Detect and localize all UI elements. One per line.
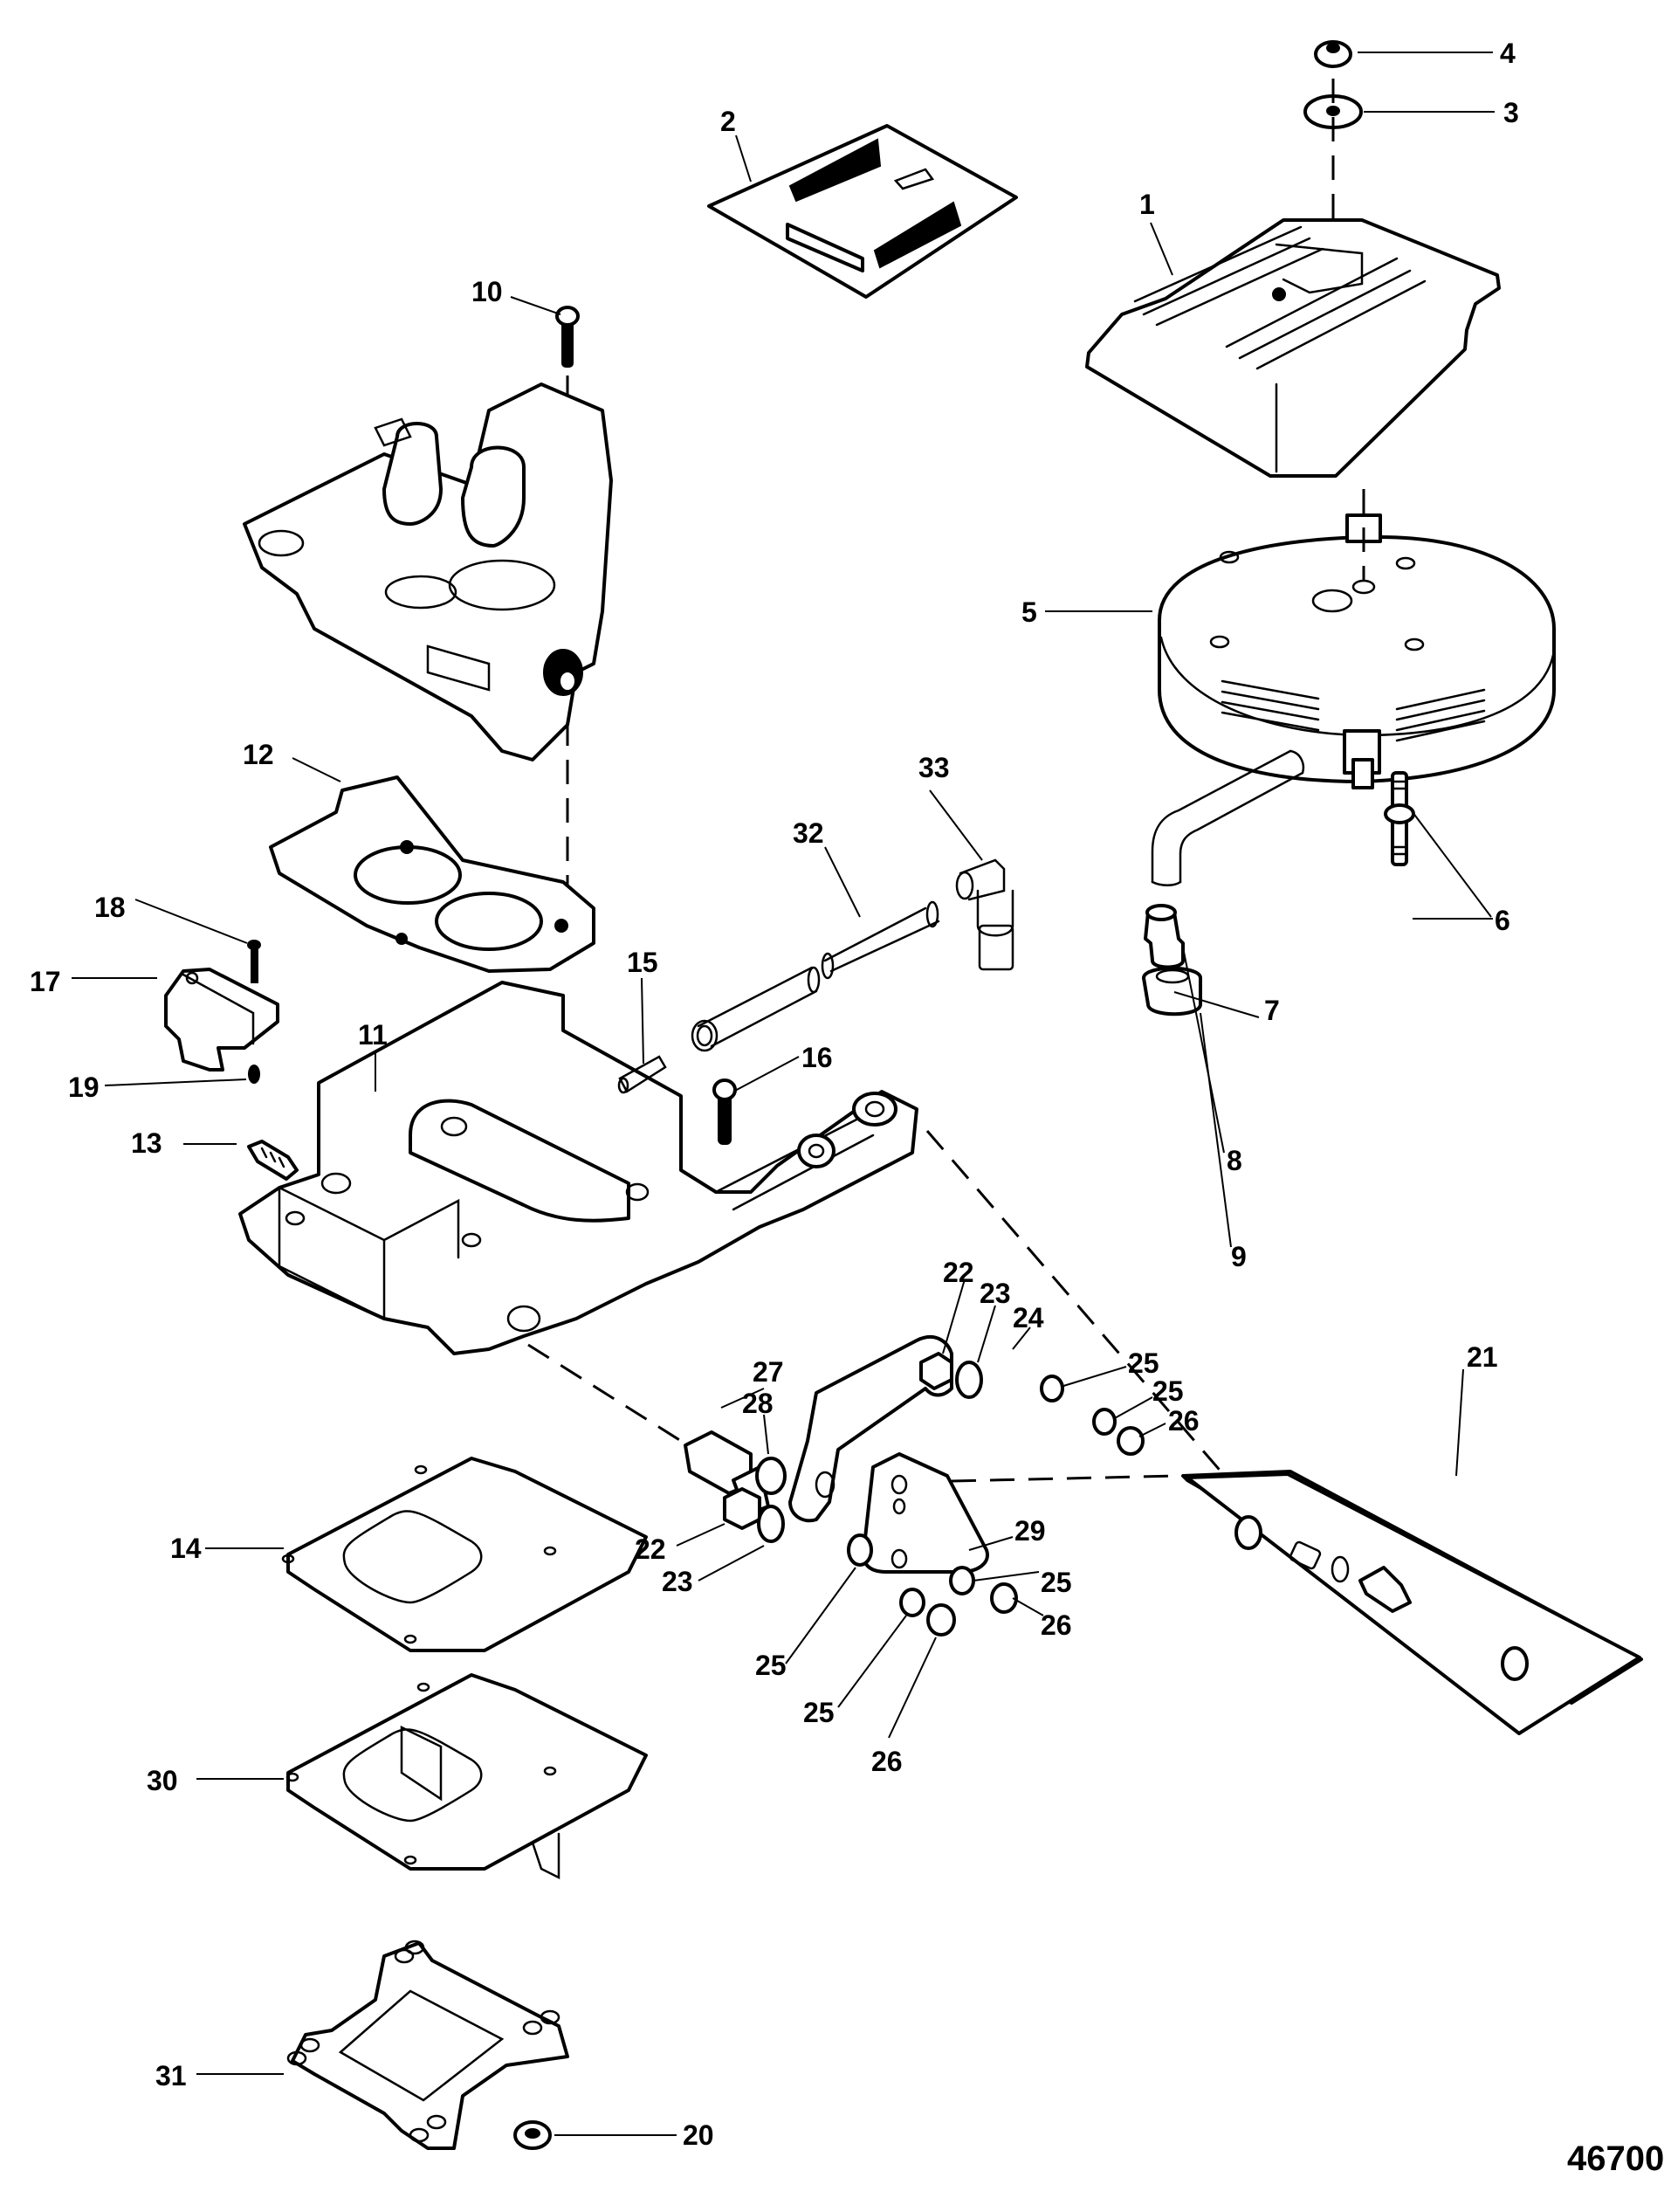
- assembly-line-adaptor-fitting: [527, 1343, 682, 1443]
- callout-23-upper: 23: [980, 1278, 1011, 1309]
- part-4-nut: [1314, 40, 1352, 68]
- callout-5: 5: [1021, 596, 1037, 628]
- part-22-stud-lower: [723, 1487, 761, 1530]
- part-26-nut-c: [926, 1603, 956, 1637]
- callout-10: 10: [471, 276, 503, 307]
- part-26-nut-a: [1117, 1426, 1145, 1456]
- callout-3: 3: [1503, 97, 1519, 128]
- part-18-screw: [247, 940, 261, 983]
- callout-32: 32: [793, 817, 824, 849]
- part-17-sensor: [164, 968, 279, 1072]
- part-10-screw: [555, 306, 580, 368]
- callout-20: 20: [683, 2119, 714, 2151]
- part-29-bracket: [861, 1452, 989, 1574]
- part-28-washer: [755, 1457, 787, 1495]
- part-25-washer-a: [1040, 1375, 1064, 1402]
- callout-11: 11: [358, 1019, 388, 1051]
- callout-6: 6: [1495, 905, 1510, 936]
- callout-15: 15: [627, 947, 658, 978]
- part-25-washer-e: [899, 1588, 925, 1617]
- part-21-linkage-kit: [1181, 1470, 1643, 1735]
- assembly-line-bracket-kit: [951, 1474, 1179, 1483]
- callout-25-e: 25: [803, 1697, 835, 1728]
- part-15-pin: [617, 1055, 667, 1094]
- part-33-elbow: [955, 858, 1014, 971]
- part-8-valve: [1144, 904, 1185, 969]
- callout-22-lower: 22: [635, 1533, 666, 1565]
- callout-14: 14: [170, 1533, 202, 1564]
- part-22-stud-upper: [919, 1352, 953, 1390]
- callout-25-c: 25: [1041, 1567, 1072, 1598]
- callout-8: 8: [1227, 1145, 1242, 1176]
- part-25-washer-b: [1092, 1408, 1117, 1436]
- part-32-hose: [691, 900, 940, 1052]
- throttle-body: [243, 382, 613, 761]
- part-7-hose: [1151, 749, 1305, 886]
- part-16-screw: [712, 1078, 737, 1145]
- callout-1: 1: [1139, 189, 1155, 220]
- callout-labels: 4 3 2 1 10 5 12 33 32 6 18 17 15 7 11 19…: [30, 38, 1664, 2178]
- callout-25-a: 25: [1128, 1347, 1159, 1379]
- part-13-fitting: [247, 1140, 299, 1181]
- part-14-gasket: [281, 1457, 648, 1652]
- assembly-line-adaptor-kit: [925, 1130, 1241, 1494]
- callout-29: 29: [1014, 1515, 1046, 1547]
- part-23-washer-upper: [955, 1361, 983, 1399]
- callout-2: 2: [720, 106, 736, 137]
- callout-26-a: 26: [1168, 1405, 1200, 1437]
- callout-16: 16: [801, 1042, 833, 1073]
- part-1-air-cleaner-cover: [1085, 218, 1501, 478]
- callout-33: 33: [918, 752, 950, 783]
- callout-25-b: 25: [1152, 1375, 1184, 1407]
- part-20-nut: [513, 2120, 552, 2150]
- reference-number: 46700: [1567, 2140, 1664, 2178]
- leader-lines: [72, 52, 1495, 2136]
- part-25-washer-d: [949, 1566, 975, 1595]
- part-19-nut: [248, 1065, 260, 1084]
- callout-4: 4: [1500, 38, 1516, 69]
- callout-27: 27: [753, 1356, 784, 1388]
- callout-19: 19: [68, 1072, 100, 1103]
- part-11-adaptor: [238, 981, 918, 1355]
- callout-25-d: 25: [755, 1650, 787, 1681]
- part-9-grommet: [1142, 966, 1202, 1016]
- callout-30: 30: [147, 1765, 178, 1796]
- part-26-nut-b: [990, 1582, 1018, 1614]
- callout-18: 18: [94, 892, 126, 923]
- part-2-decal: [707, 124, 1018, 299]
- part-23-washer-lower: [757, 1505, 785, 1543]
- callout-12: 12: [243, 739, 274, 770]
- callout-22-upper: 22: [943, 1257, 974, 1288]
- callout-28: 28: [742, 1388, 774, 1419]
- callout-23-lower: 23: [662, 1566, 693, 1597]
- callout-13: 13: [131, 1127, 162, 1159]
- callout-31: 31: [155, 2060, 187, 2091]
- callout-21: 21: [1467, 1341, 1498, 1373]
- callout-7: 7: [1264, 995, 1280, 1026]
- callout-26-b: 26: [1041, 1609, 1072, 1641]
- part-5-flame-arrestor: [1158, 513, 1556, 789]
- callout-26-c: 26: [871, 1746, 903, 1777]
- callout-9: 9: [1231, 1241, 1247, 1272]
- part-31-gasket: [286, 1940, 569, 2150]
- part-25-washer-c: [847, 1533, 873, 1567]
- part-12-gasket: [269, 775, 595, 973]
- callout-17: 17: [30, 966, 61, 997]
- callout-24: 24: [1013, 1302, 1044, 1333]
- part-6-stud: [1384, 771, 1415, 866]
- part-30-plate: [285, 1673, 648, 1880]
